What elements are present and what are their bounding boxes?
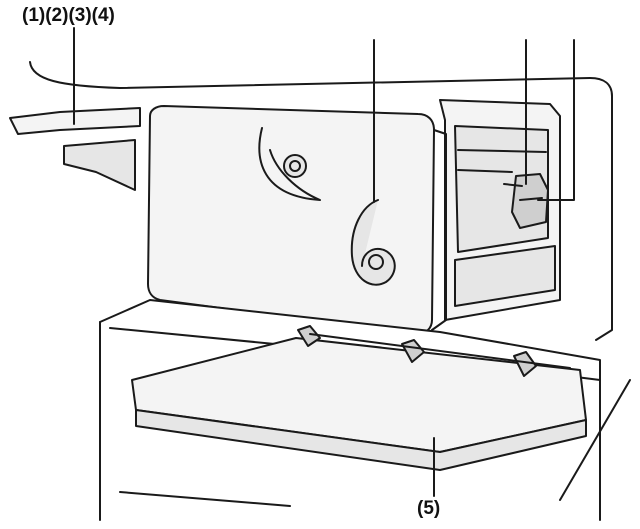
pull-out-tray-front [135, 409, 587, 471]
door-lever-handle [350, 199, 396, 286]
staple-unit-lever [503, 183, 543, 201]
machine-top-outline [29, 61, 613, 301]
tray-guide-2 [401, 339, 425, 363]
front-door [147, 105, 435, 335]
output-tray-lower [63, 139, 136, 191]
callout-label-1-2-3-4: (1)(2)(3)(4) [22, 5, 115, 26]
finisher-rails [457, 149, 547, 173]
door-knob-icon [283, 154, 307, 178]
tray-guide-1 [297, 325, 321, 347]
callout-label-5: (5) [417, 498, 441, 519]
door-lever-hole [368, 254, 384, 270]
floor-line [119, 379, 631, 507]
door-knob-center [289, 160, 301, 172]
door-hinge-curve [258, 127, 321, 201]
tray-guide-3 [513, 351, 537, 377]
front-door-edge [431, 129, 447, 331]
machine-right-side [595, 95, 613, 341]
staple-unit [511, 173, 549, 229]
finisher-inner-base [454, 245, 556, 307]
tray-rod [309, 333, 571, 369]
leader-line-4 [537, 39, 575, 201]
